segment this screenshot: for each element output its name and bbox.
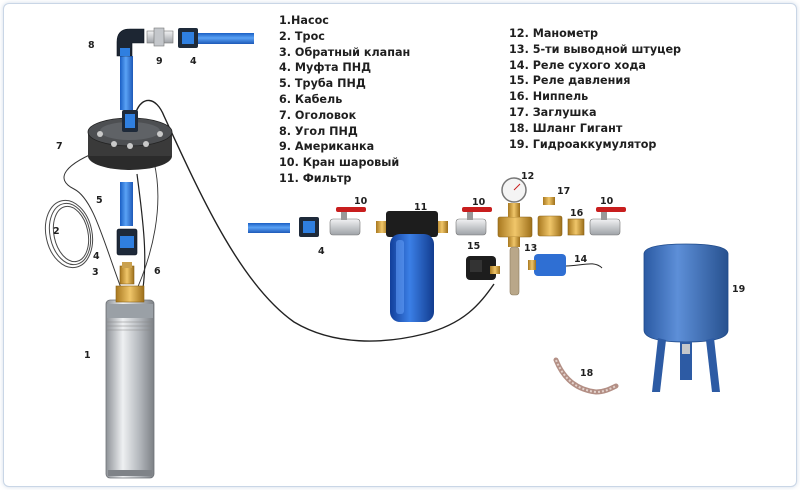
callout-label: 5 xyxy=(96,195,103,206)
legend-item: 19. Гидроаккумулятор xyxy=(509,137,657,151)
callout-label: 9 xyxy=(156,56,163,67)
legend-item: 1.Насос xyxy=(279,14,329,27)
cable-line xyxy=(135,99,495,342)
legend-item: 11. Фильтр xyxy=(279,171,352,185)
check-valve xyxy=(119,262,135,285)
callout-label: 13 xyxy=(524,243,537,254)
water-supply-diagram: 1 2 3 4 4 4 5 6 7 8 9 10 10 10 11 12 13 … xyxy=(44,27,745,479)
callout-label: 8 xyxy=(88,40,95,51)
ball-valve-1 xyxy=(329,207,366,236)
american-union xyxy=(146,27,174,47)
callout-label: 3 xyxy=(92,267,99,278)
legend-item: 18. Шланг Гигант xyxy=(509,121,623,135)
five-way-fitting xyxy=(497,203,533,247)
ball-valve-2 xyxy=(455,207,492,236)
dry-run-relay xyxy=(528,254,603,276)
cable-down-line xyxy=(136,173,146,305)
legend-item: 8. Угол ПНД xyxy=(279,124,358,138)
rope-coil xyxy=(44,199,94,269)
pressure-gauge xyxy=(501,177,527,203)
plug-cap xyxy=(543,197,555,205)
callout-label: 10 xyxy=(472,197,486,208)
callout-label: 11 xyxy=(414,202,427,213)
legend-item: 2. Трос xyxy=(279,29,325,43)
diagram-frame: 1 2 3 4 4 4 5 6 7 8 9 10 10 10 11 12 13 … xyxy=(3,3,797,487)
callout-label: 4 xyxy=(318,246,325,257)
rope-line xyxy=(63,148,125,297)
callout-label: 10 xyxy=(354,196,368,207)
well-cap xyxy=(87,110,173,170)
pressure-switch xyxy=(466,256,500,280)
legend-item: 14. Реле сухого хода xyxy=(509,58,646,72)
legend-item: 12. Манометр xyxy=(509,27,599,40)
legend-item: 10. Кран шаровый xyxy=(279,156,400,170)
callout-label: 15 xyxy=(467,241,480,252)
legend-item: 3. Обратный клапан xyxy=(279,45,411,59)
legend-item: 6. Кабель xyxy=(279,92,343,106)
hdpe-coupling-middle xyxy=(299,217,319,237)
callout-label: 19 xyxy=(732,284,745,295)
legend-item: 5. Труба ПНД xyxy=(279,77,366,91)
hdpe-pipe-lower xyxy=(120,182,133,226)
legend-item: 15. Реле давления xyxy=(509,74,631,88)
hdpe-elbow xyxy=(116,28,145,57)
submersible-pump xyxy=(105,285,155,479)
callout-label: 4 xyxy=(190,56,197,67)
hydroaccumulator-tank xyxy=(643,243,729,392)
nipple-fitting xyxy=(567,218,585,236)
callout-label: 16 xyxy=(570,208,584,219)
legend-item: 4. Муфта ПНД xyxy=(279,61,372,75)
legend-item: 7. Оголовок xyxy=(279,108,357,122)
callout-label: 12 xyxy=(521,171,534,182)
callout-label: 17 xyxy=(557,186,570,197)
hdpe-pipe-top xyxy=(198,33,254,44)
legend-list-right: 12. Манометр 13. 5-ти выводной штуцер 14… xyxy=(509,26,681,152)
callout-label: 6 xyxy=(154,266,161,277)
callout-label: 4 xyxy=(93,251,100,262)
filter-housing xyxy=(376,211,448,322)
hdpe-pipe-upper xyxy=(120,56,133,110)
callout-label: 1 xyxy=(84,350,91,361)
flexible-hose-braid xyxy=(555,359,617,394)
callout-label: 14 xyxy=(574,254,588,265)
legend-item: 13. 5-ти выводной штуцер xyxy=(509,42,682,56)
callout-label: 10 xyxy=(600,196,614,207)
legend-list-left: 1.Насос 2. Трос 3. Обратный клапан 4. Му… xyxy=(279,13,410,187)
callout-label: 7 xyxy=(56,141,63,152)
ball-valve-3 xyxy=(589,207,626,236)
hdpe-coupling-upper xyxy=(178,28,198,48)
rope-line-2 xyxy=(131,161,159,301)
legend-item: 9. Американка xyxy=(279,140,375,154)
tee-fitting xyxy=(537,215,563,237)
callout-label: 18 xyxy=(580,368,594,379)
hdpe-pipe-middle xyxy=(248,223,290,233)
flex-hose xyxy=(509,246,520,296)
legend-item: 17. Заглушка xyxy=(509,105,597,119)
legend-item: 16. Ниппель xyxy=(509,90,589,104)
hdpe-coupling-lower xyxy=(116,228,138,256)
callout-label: 2 xyxy=(53,226,60,237)
